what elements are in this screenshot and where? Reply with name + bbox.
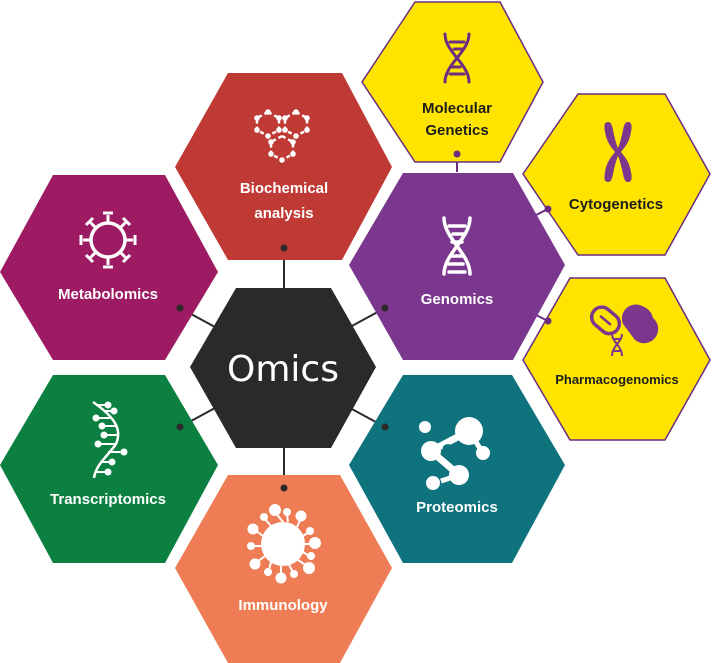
connector-dot [176, 304, 184, 312]
immunology-label: Immunology [238, 597, 328, 614]
hex-immunology[interactable]: Immunology [175, 475, 392, 663]
molecular-genetics-label-2: Genetics [425, 122, 488, 139]
hex-transcriptomics[interactable]: Transcriptomics [0, 375, 218, 563]
dna-icon [442, 216, 472, 276]
connector-dot [381, 304, 389, 312]
cytogenetics-label: Cytogenetics [569, 196, 663, 213]
transcriptomics-label: Transcriptomics [50, 491, 166, 508]
biochemical-label-1: Biochemical [240, 180, 328, 197]
dna-icon [443, 32, 471, 84]
hex-metabolomics[interactable]: Metabolomics [0, 175, 218, 360]
hex-pharmacogenomics[interactable]: Pharmacogenomics [522, 277, 711, 441]
pharmacogenomics-label: Pharmacogenomics [555, 372, 679, 387]
connector-dot [381, 423, 389, 431]
hex-cytogenetics[interactable]: Cytogenetics [522, 93, 711, 256]
connector-dot [544, 317, 552, 325]
protein-network-icon [419, 417, 490, 490]
center-title: Omics [227, 349, 339, 390]
genomics-label: Genomics [421, 291, 494, 308]
connector-dot [176, 423, 184, 431]
pill-dna-icon [589, 304, 659, 357]
chromosome-icon [604, 122, 632, 182]
hex-center-omics[interactable]: Omics [190, 288, 376, 448]
hex-genomics[interactable]: Genomics [349, 173, 565, 360]
molecular-genetics-label-1: Molecular [422, 100, 492, 117]
hex-proteomics[interactable]: Proteomics [349, 375, 565, 563]
proteomics-label: Proteomics [416, 499, 498, 516]
virus-icon [79, 211, 137, 269]
connector-dot [453, 150, 461, 158]
connector-dot [280, 244, 288, 252]
rna-strand-icon [92, 400, 128, 479]
immune-cell-icon [247, 504, 321, 584]
connector-dot [544, 205, 552, 213]
metabolomics-label: Metabolomics [58, 286, 158, 303]
biochemical-label-2: analysis [254, 205, 313, 222]
hex-biochemical-analysis[interactable]: Biochemical analysis [175, 73, 392, 260]
connector-dot [280, 484, 288, 492]
hex-molecular-genetics[interactable]: Molecular Genetics [361, 1, 544, 163]
